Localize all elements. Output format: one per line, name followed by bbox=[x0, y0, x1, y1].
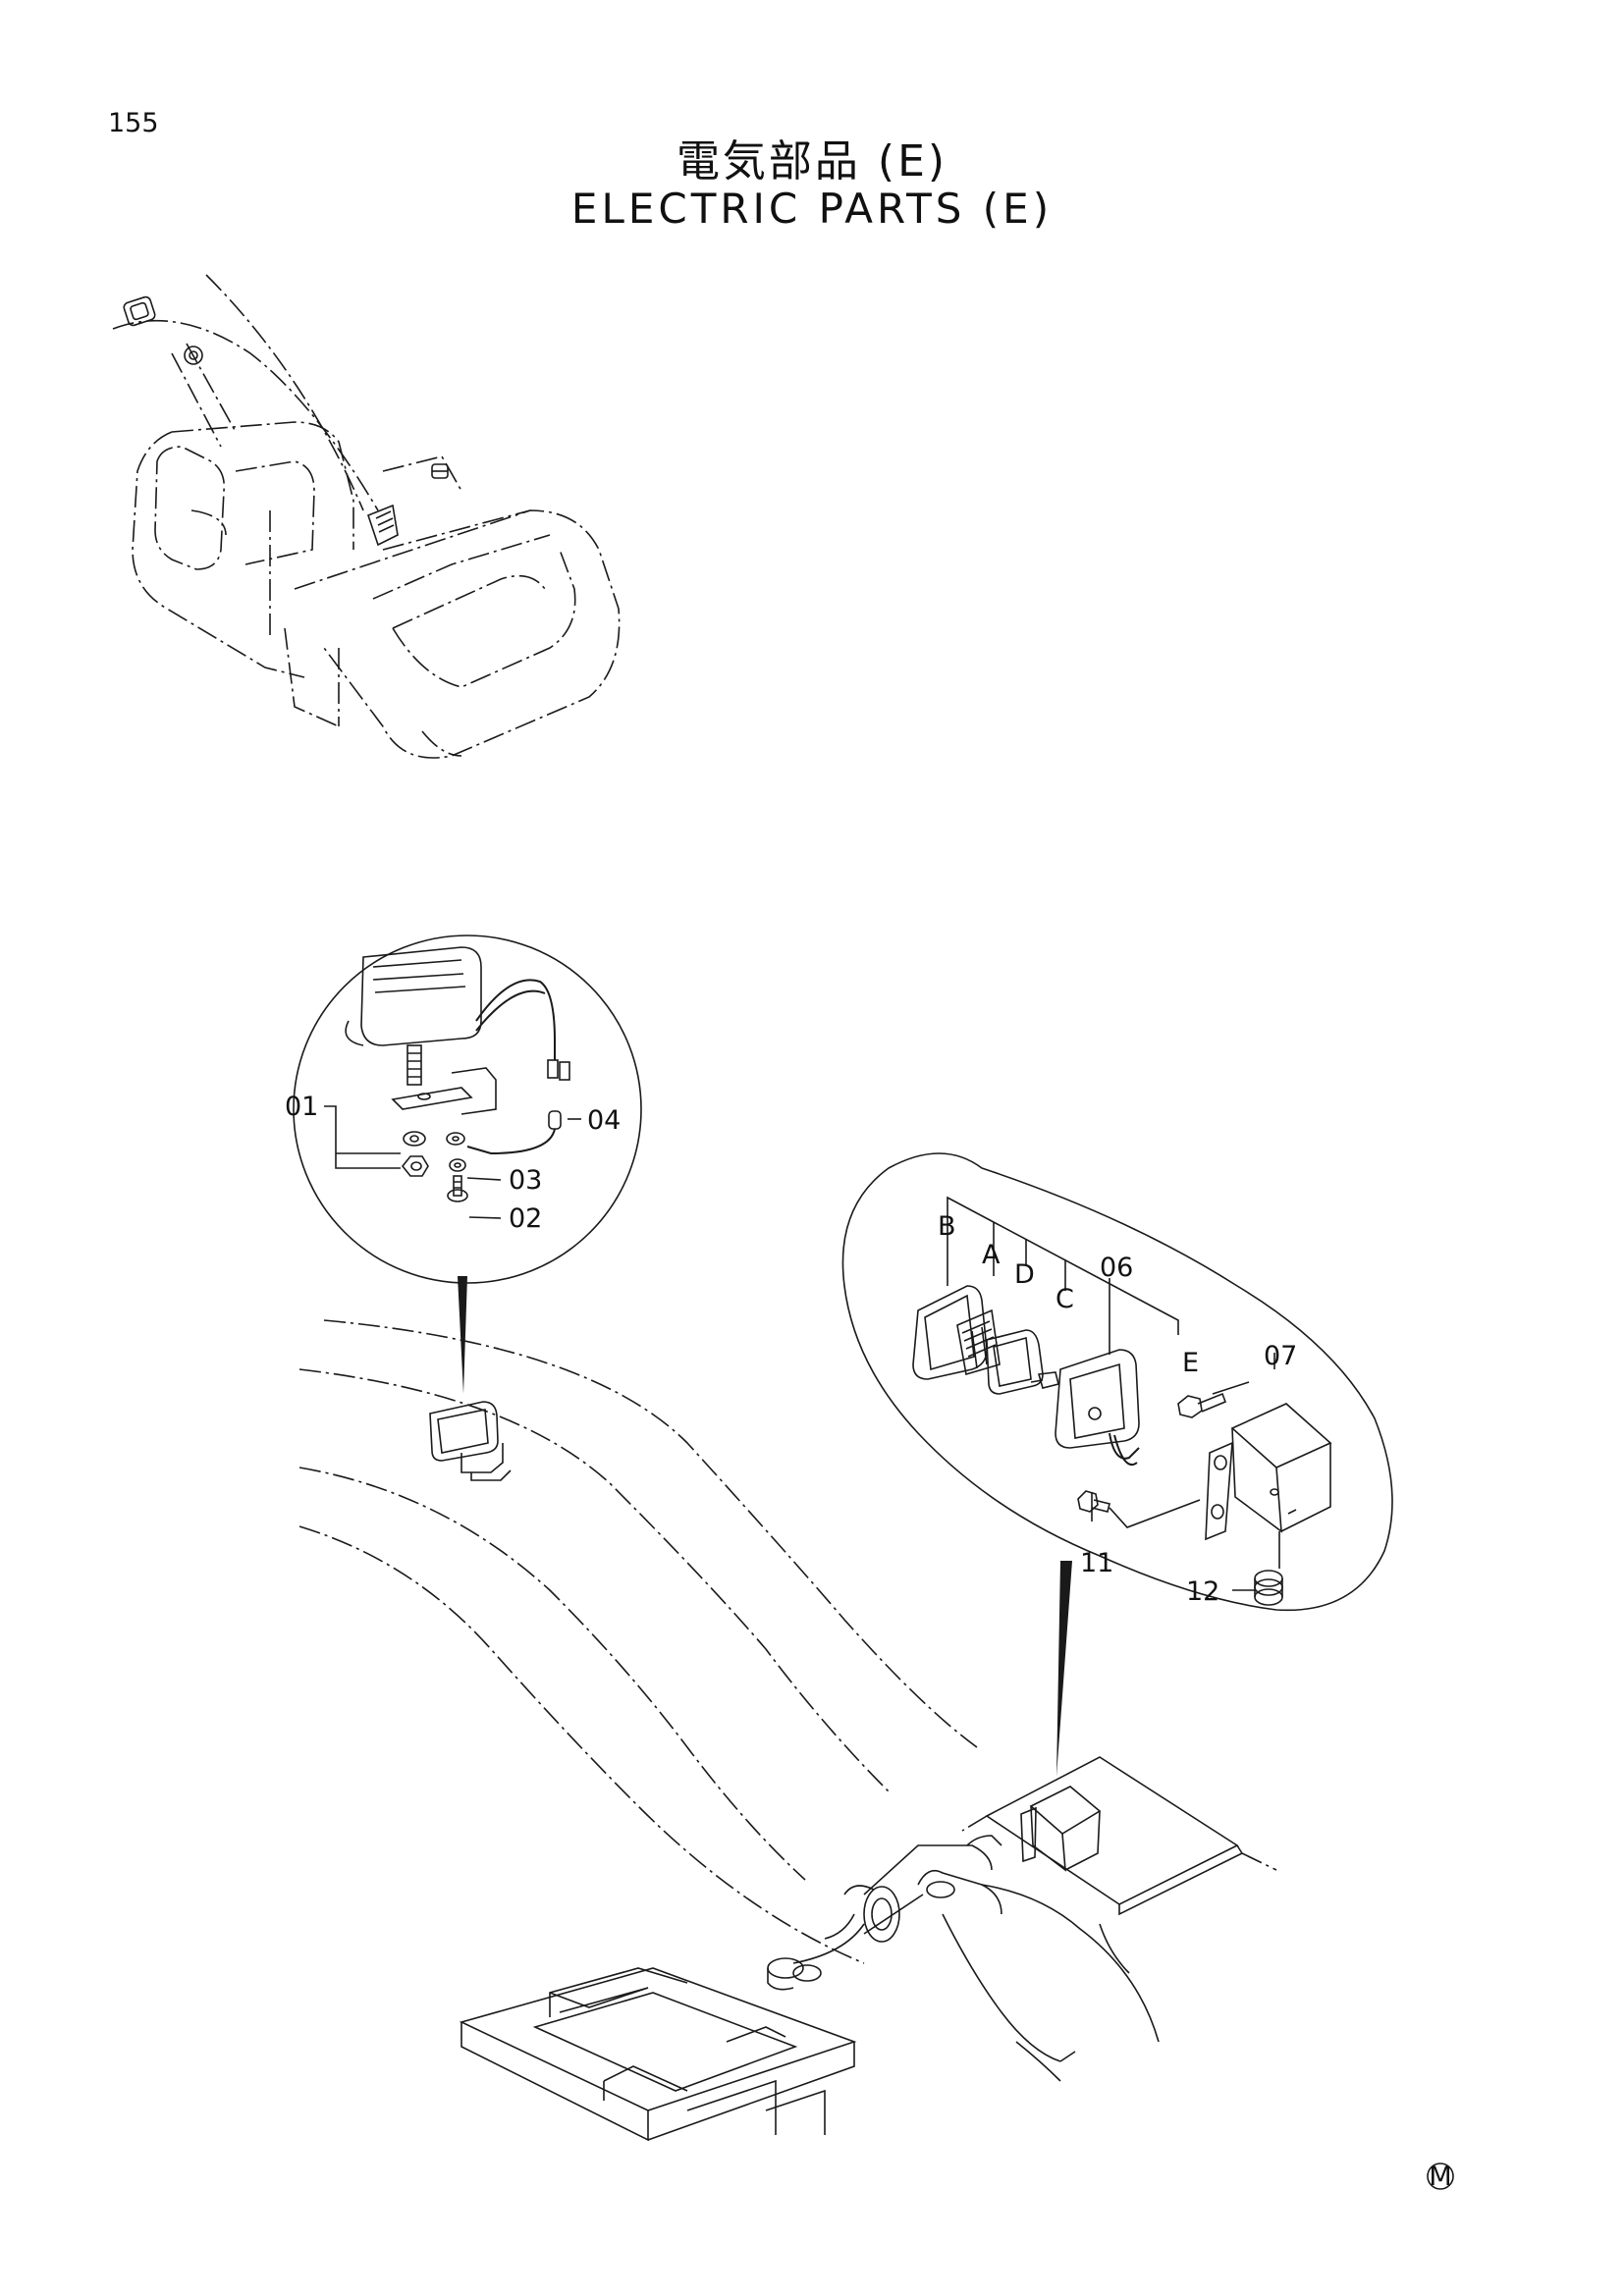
callout-D: D bbox=[1014, 1259, 1035, 1290]
m-mark: M bbox=[1427, 2162, 1454, 2192]
callout-07: 07 bbox=[1264, 1341, 1297, 1371]
m-mark-letter: M bbox=[1429, 2162, 1451, 2192]
page-number: 155 bbox=[108, 108, 159, 138]
page-title-japanese: 電気部品 (E) bbox=[676, 136, 948, 187]
machine-overview bbox=[112, 274, 621, 759]
callout-01: 01 bbox=[285, 1092, 318, 1122]
detail-relay: B A D 06 C E 07 11 12 bbox=[841, 1152, 1393, 1777]
detail-work-light: 01 04 03 02 bbox=[285, 934, 642, 1394]
boom-work-light bbox=[123, 295, 156, 327]
callout-12: 12 bbox=[1186, 1576, 1219, 1607]
callout-E: E bbox=[1182, 1348, 1199, 1378]
callout-04: 04 bbox=[587, 1105, 621, 1136]
callout-03: 03 bbox=[509, 1165, 542, 1196]
callout-06: 06 bbox=[1100, 1253, 1133, 1283]
page-title-english: ELECTRIC PARTS (E) bbox=[570, 185, 1054, 233]
callout-02: 02 bbox=[509, 1203, 542, 1234]
callout-C: C bbox=[1056, 1284, 1074, 1314]
callout-11: 11 bbox=[1080, 1548, 1113, 1578]
callout-A: A bbox=[982, 1240, 1001, 1270]
callout-B: B bbox=[938, 1211, 956, 1242]
boom-and-cab-view bbox=[298, 1319, 1277, 2142]
